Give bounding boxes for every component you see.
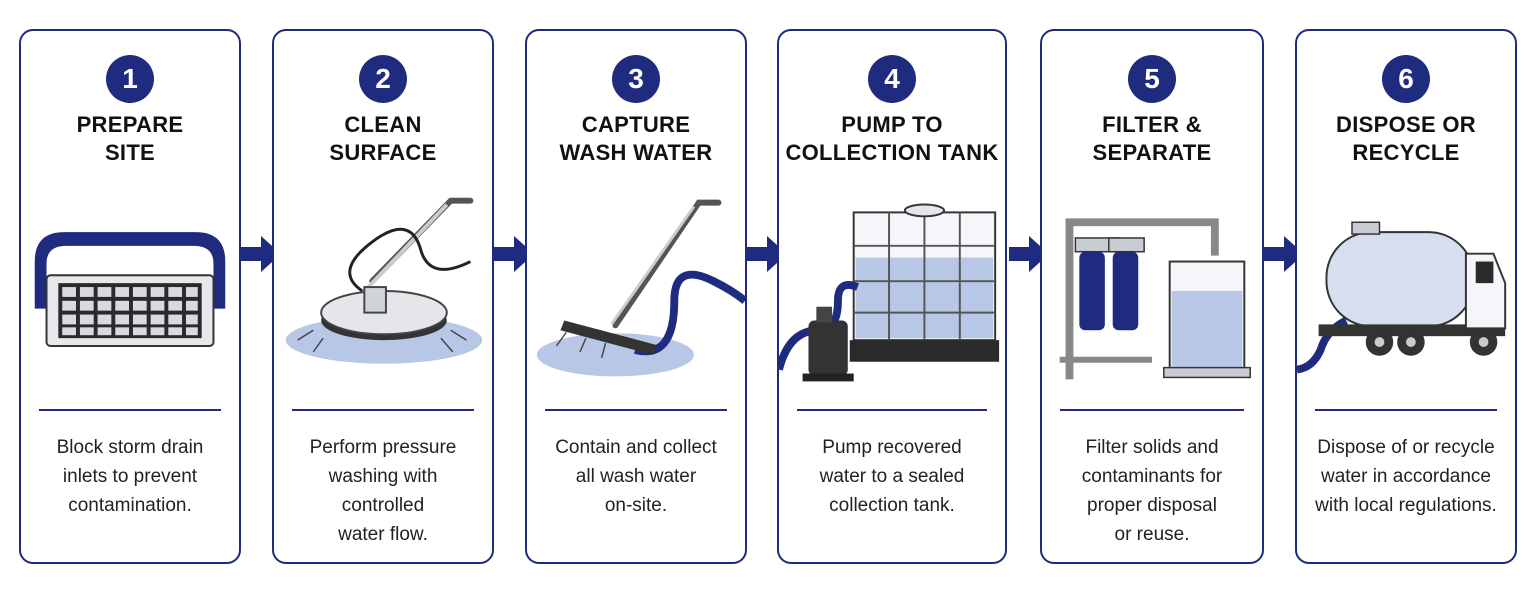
step-number-badge: 4	[868, 55, 916, 103]
divider	[39, 409, 221, 411]
divider	[797, 409, 987, 411]
step-title: CLEAN SURFACE	[329, 112, 437, 165]
step-card-1: 1 PREPARE SITE Block storm drain inlets …	[19, 29, 241, 564]
step-number-badge: 3	[612, 55, 660, 103]
arrow-right-icon	[241, 236, 281, 272]
filter-system-icon	[1059, 218, 1251, 380]
step-description: Filter solids and contaminants for prope…	[1081, 437, 1223, 545]
step-title: PREPARE SITE	[76, 112, 184, 165]
step-card-2: 2 CLEAN SURFACE Perform pressure washing…	[272, 29, 494, 564]
step-number-badge: 1	[106, 55, 154, 103]
step-number-badge: 6	[1382, 55, 1430, 103]
arrow-right-icon	[494, 236, 534, 272]
step-title: FILTER & SEPARATE	[1092, 112, 1212, 165]
arrow-right-icon	[1009, 236, 1049, 272]
step-description: Pump recovered water to a sealed collect…	[819, 437, 965, 516]
step-title: PUMP TO COLLECTION TANK	[785, 112, 999, 165]
step-card-4: 4 PUMP TO COLLECTION TANK Pump recovered…	[777, 29, 1007, 564]
pump-tank-icon	[779, 203, 1000, 382]
arrow-right-icon	[1264, 236, 1304, 272]
divider	[545, 409, 727, 411]
step-description: Contain and collect all wash water on-si…	[555, 437, 717, 516]
step-description: Dispose of or recycle water in accordanc…	[1315, 437, 1497, 516]
surface-cleaner-icon	[285, 197, 483, 364]
divider	[1060, 409, 1244, 411]
divider	[1315, 409, 1497, 411]
step-description: Perform pressure washing with controlled…	[309, 437, 457, 545]
step-card-6: 6 DISPOSE OR RECYCLE Dispose of or recyc…	[1295, 29, 1517, 564]
vacuum-squeegee-icon	[536, 199, 745, 377]
step-card-3: 3 CAPTURE WASH WATER Contain and collect…	[525, 29, 747, 564]
step-number-badge: 5	[1128, 55, 1176, 103]
step-number-badge: 2	[359, 55, 407, 103]
storm-drain-cover-icon	[34, 232, 226, 347]
step-title: DISPOSE OR RECYCLE	[1336, 112, 1476, 165]
step-description: Block storm drain inlets to prevent cont…	[56, 437, 204, 516]
step-card-5: 5 FILTER & SEPARATE Filter solids and co…	[1040, 29, 1264, 564]
divider	[292, 409, 474, 411]
step-title: CAPTURE WASH WATER	[559, 112, 713, 165]
tanker-truck-icon	[1297, 221, 1507, 374]
